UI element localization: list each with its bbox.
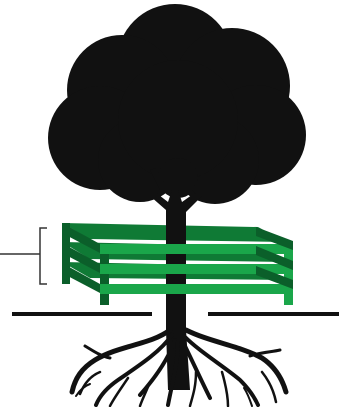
callout-bracket-icon bbox=[0, 228, 47, 284]
fence-front-rail-bottom bbox=[100, 284, 293, 294]
tree-crown-icon bbox=[48, 4, 306, 204]
